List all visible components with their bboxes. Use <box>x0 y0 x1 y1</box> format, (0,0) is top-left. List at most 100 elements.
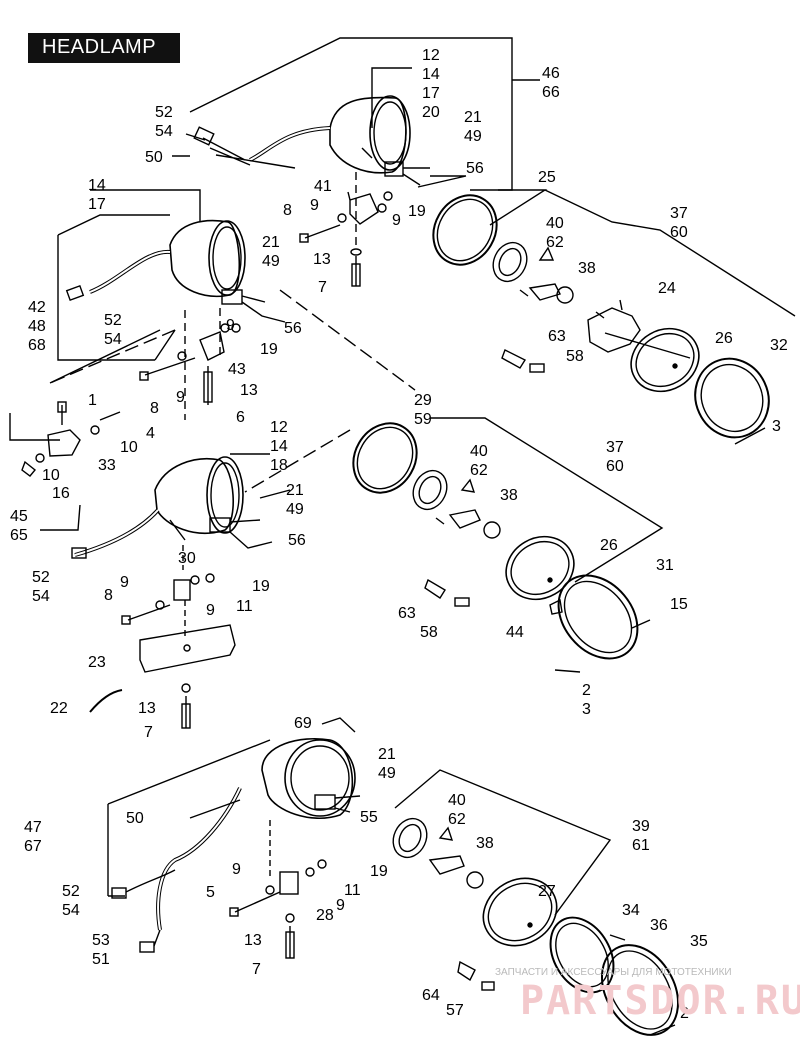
part-callout-55: 55 <box>360 809 378 826</box>
part-callout-3: 3 <box>582 701 591 718</box>
part-callout-54: 54 <box>104 331 122 348</box>
part-callout-60: 60 <box>670 224 688 241</box>
part-callout-58: 58 <box>420 624 438 641</box>
part-callout-23: 23 <box>88 654 106 671</box>
part-callout-18: 18 <box>270 457 288 474</box>
part-callout-2: 2 <box>680 1005 689 1022</box>
part-callout-54: 54 <box>62 902 80 919</box>
part-callout-56: 56 <box>284 320 302 337</box>
part-callout-14: 14 <box>270 438 288 455</box>
part-callout-2: 2 <box>582 682 591 699</box>
part-callout-59: 59 <box>414 411 432 428</box>
part-callout-38: 38 <box>500 487 518 504</box>
part-callout-49: 49 <box>262 253 280 270</box>
part-callout-37: 37 <box>606 439 624 456</box>
part-callout-13: 13 <box>313 251 331 268</box>
part-callout-60: 60 <box>606 458 624 475</box>
part-callout-3: 3 <box>772 418 781 435</box>
part-callout-9: 9 <box>206 602 215 619</box>
part-callout-37: 37 <box>670 205 688 222</box>
assembly-third <box>40 417 664 729</box>
part-callout-9: 9 <box>336 897 345 914</box>
part-callout-65: 65 <box>10 527 28 544</box>
part-callout-52: 52 <box>62 883 80 900</box>
part-callout-26: 26 <box>715 330 733 347</box>
part-callout-17: 17 <box>88 196 106 213</box>
part-callout-9: 9 <box>232 861 241 878</box>
part-callout-48: 48 <box>28 318 46 335</box>
part-callout-56: 56 <box>288 532 306 549</box>
part-callout-38: 38 <box>476 835 494 852</box>
part-callout-49: 49 <box>464 128 482 145</box>
part-callout-56: 56 <box>466 160 484 177</box>
part-callout-12: 12 <box>422 47 440 64</box>
part-callout-34: 34 <box>622 902 640 919</box>
part-callout-39: 39 <box>632 818 650 835</box>
part-callout-19: 19 <box>252 578 270 595</box>
part-callout-19: 19 <box>260 341 278 358</box>
part-callout-9: 9 <box>392 212 401 229</box>
part-callout-8: 8 <box>283 202 292 219</box>
page-title: HEADLAMP <box>42 36 157 58</box>
part-callout-9: 9 <box>226 317 235 334</box>
part-callout-27: 27 <box>538 883 556 900</box>
watermark-brand: PARTSDOR.RU <box>520 978 800 1024</box>
part-callout-7: 7 <box>318 279 327 296</box>
part-callout-58: 58 <box>566 348 584 365</box>
part-callout-22: 22 <box>50 700 68 717</box>
part-callout-66: 66 <box>542 84 560 101</box>
part-callout-62: 62 <box>546 234 564 251</box>
part-callout-21: 21 <box>262 234 280 251</box>
part-callout-7: 7 <box>252 961 261 978</box>
part-callout-10: 10 <box>120 439 138 456</box>
watermark-caption: ЗАПЧАСТИ И АКСЕССУАРЫ ДЛЯ МОТОТЕХНИКИ <box>495 967 732 978</box>
part-callout-40: 40 <box>470 443 488 460</box>
part-callout-32: 32 <box>770 337 788 354</box>
part-callout-29: 29 <box>414 392 432 409</box>
part-callout-51: 51 <box>92 951 110 968</box>
part-callout-49: 49 <box>286 501 304 518</box>
part-callout-52: 52 <box>155 104 173 121</box>
part-callout-35: 35 <box>690 933 708 950</box>
part-callout-26: 26 <box>600 537 618 554</box>
part-callout-46: 46 <box>542 65 560 82</box>
part-callout-8: 8 <box>104 587 113 604</box>
part-callout-17: 17 <box>422 85 440 102</box>
assembly-bottom <box>107 717 679 1036</box>
part-callout-64: 64 <box>422 987 440 1004</box>
part-callout-53: 53 <box>92 932 110 949</box>
part-callout-41: 41 <box>314 178 332 195</box>
assembly-second <box>9 189 416 477</box>
part-callout-52: 52 <box>104 312 122 329</box>
part-callout-40: 40 <box>448 792 466 809</box>
part-callout-28: 28 <box>316 907 334 924</box>
part-callout-21: 21 <box>464 109 482 126</box>
part-callout-9: 9 <box>176 389 185 406</box>
part-callout-13: 13 <box>240 382 258 399</box>
part-callout-57: 57 <box>446 1002 464 1019</box>
part-callout-5: 5 <box>206 884 215 901</box>
part-callout-11: 11 <box>344 882 361 899</box>
part-callout-68: 68 <box>28 337 46 354</box>
part-callout-52: 52 <box>32 569 50 586</box>
part-callout-7: 7 <box>144 724 153 741</box>
part-callout-15: 15 <box>670 596 688 613</box>
assembly-top <box>172 37 796 445</box>
part-callout-14: 14 <box>88 177 106 194</box>
part-callout-9: 9 <box>120 574 129 591</box>
part-callout-49: 49 <box>378 765 396 782</box>
part-callout-50: 50 <box>145 149 163 166</box>
part-callout-11: 11 <box>236 598 253 615</box>
part-callout-69: 69 <box>294 715 312 732</box>
part-callout-47: 47 <box>24 819 42 836</box>
part-callout-13: 13 <box>138 700 156 717</box>
part-callout-45: 45 <box>10 508 28 525</box>
part-callout-63: 63 <box>548 328 566 345</box>
part-callout-31: 31 <box>656 557 674 574</box>
part-callout-19: 19 <box>370 863 388 880</box>
part-callout-62: 62 <box>448 811 466 828</box>
part-callout-25: 25 <box>538 169 556 186</box>
title-box: HEADLAMP <box>28 33 180 63</box>
part-callout-44: 44 <box>506 624 524 641</box>
